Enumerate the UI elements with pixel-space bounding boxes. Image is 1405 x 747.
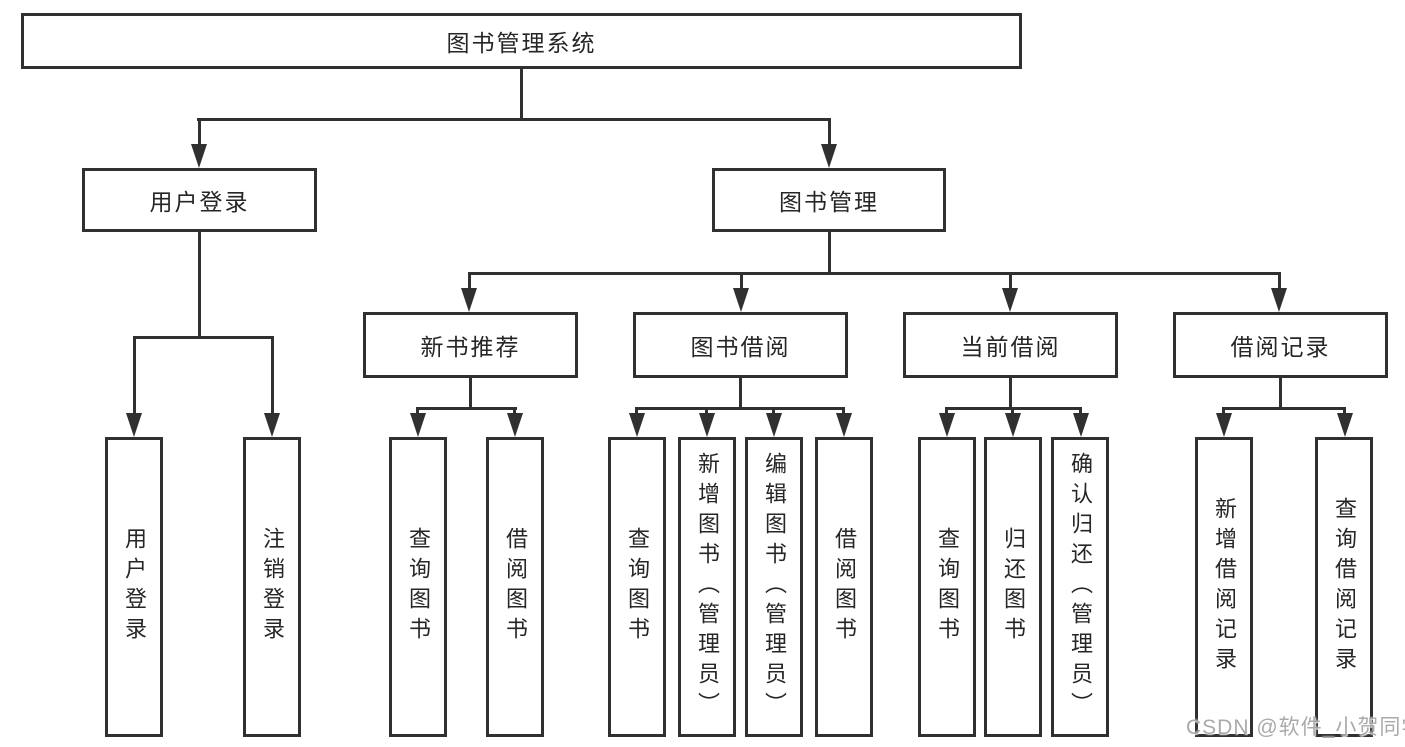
connector-line: [828, 121, 831, 146]
connector-line: [133, 336, 274, 339]
node-borrow-records-label: 借阅记录: [1230, 334, 1331, 360]
connector-line: [133, 339, 136, 415]
node-book-borrow-label: 图书借阅: [690, 334, 791, 360]
connector-line: [740, 275, 743, 290]
node-library-system-label: 图书管理系统: [446, 30, 597, 56]
leaf-query-books-borrow: 查询图书: [608, 437, 666, 737]
arrowhead-icon: [507, 413, 523, 437]
connector-line: [1343, 407, 1346, 415]
connector-line: [1279, 378, 1282, 407]
connector-line: [945, 407, 948, 415]
connector-line: [739, 378, 742, 407]
leaf-return-books-label: 归还图书: [1001, 527, 1026, 647]
node-book-management-label: 图书管理: [779, 189, 879, 215]
leaf-add-book-admin-label: 新增图书（管理员）: [695, 452, 720, 722]
connector-line: [635, 407, 638, 415]
connector-line: [635, 407, 845, 410]
connector-line: [1278, 275, 1281, 290]
arrowhead-icon: [766, 413, 782, 437]
connector-line: [705, 407, 708, 415]
leaf-edit-book-admin-label: 编辑图书（管理员）: [762, 452, 787, 722]
arrowhead-icon: [699, 413, 715, 437]
node-borrow-records: 借阅记录: [1173, 312, 1388, 378]
leaf-add-borrow-record-label: 新增借阅记录: [1212, 497, 1237, 677]
arrowhead-icon: [461, 288, 477, 312]
leaf-add-borrow-record: 新增借阅记录: [1195, 437, 1253, 737]
connector-line: [197, 118, 831, 121]
leaf-borrow-books-borrow: 借阅图书: [815, 437, 873, 737]
connector-line: [520, 69, 523, 118]
connector-line: [772, 407, 775, 415]
leaf-return-books: 归还图书: [984, 437, 1042, 737]
connector-line: [828, 232, 831, 275]
node-book-management: 图书管理: [712, 168, 946, 232]
node-current-borrow-label: 当前借阅: [960, 334, 1061, 360]
leaf-query-books-recommend: 查询图书: [389, 437, 447, 737]
arrowhead-icon: [126, 413, 142, 437]
leaf-borrow-books-recommend: 借阅图书: [486, 437, 544, 737]
node-user-login-label: 用户登录: [149, 189, 250, 215]
leaf-borrow-books-borrow-label: 借阅图书: [832, 527, 857, 647]
connector-line: [198, 121, 201, 146]
leaf-query-books-current: 查询图书: [918, 437, 976, 737]
node-book-borrow: 图书借阅: [633, 312, 848, 378]
arrowhead-icon: [1216, 413, 1232, 437]
arrowhead-icon: [191, 144, 207, 168]
connector-line: [416, 407, 419, 415]
connector-line: [468, 275, 471, 290]
connector-line: [1011, 407, 1014, 415]
connector-line: [468, 272, 1281, 275]
leaf-confirm-return-admin-label: 确认归还（管理员）: [1068, 452, 1093, 722]
leaf-logout-label: 注销登录: [260, 527, 285, 647]
connector-line: [1009, 378, 1012, 407]
leaf-query-books-recommend-label: 查询图书: [406, 527, 431, 647]
leaf-add-book-admin: 新增图书（管理员）: [678, 437, 736, 737]
arrowhead-icon: [410, 413, 426, 437]
arrowhead-icon: [1002, 288, 1018, 312]
leaf-user-login: 用户登录: [105, 437, 163, 737]
node-user-login: 用户登录: [82, 168, 317, 232]
connector-line: [513, 407, 516, 415]
connector-line: [271, 339, 274, 415]
arrowhead-icon: [629, 413, 645, 437]
arrowhead-icon: [264, 413, 280, 437]
arrowhead-icon: [1337, 413, 1353, 437]
node-new-book-recommend-label: 新书推荐: [420, 334, 521, 360]
arrowhead-icon: [1271, 288, 1287, 312]
leaf-query-borrow-record: 查询借阅记录: [1315, 437, 1373, 737]
leaf-user-login-label: 用户登录: [122, 527, 147, 647]
connector-line: [198, 232, 201, 339]
node-current-borrow: 当前借阅: [903, 312, 1118, 378]
connector-line: [1009, 275, 1012, 290]
arrowhead-icon: [1005, 413, 1021, 437]
leaf-query-books-borrow-label: 查询图书: [625, 527, 650, 647]
arrowhead-icon: [733, 288, 749, 312]
leaf-edit-book-admin: 编辑图书（管理员）: [745, 437, 803, 737]
connector-line: [1079, 407, 1082, 415]
arrowhead-icon: [1073, 413, 1089, 437]
arrowhead-icon: [939, 413, 955, 437]
connector-line: [1222, 407, 1346, 410]
node-library-system: 图书管理系统: [21, 13, 1022, 69]
connector-line: [416, 407, 517, 410]
leaf-query-books-current-label: 查询图书: [935, 527, 960, 647]
csdn-watermark: CSDN @软件_小贺同学: [1186, 716, 1405, 739]
arrowhead-icon: [821, 144, 837, 168]
leaf-borrow-books-recommend-label: 借阅图书: [503, 527, 528, 647]
leaf-query-borrow-record-label: 查询借阅记录: [1332, 497, 1357, 677]
connector-line: [842, 407, 845, 415]
node-new-book-recommend: 新书推荐: [363, 312, 578, 378]
connector-line: [1222, 407, 1225, 415]
connector-line: [469, 378, 472, 407]
leaf-logout: 注销登录: [243, 437, 301, 737]
arrowhead-icon: [836, 413, 852, 437]
leaf-confirm-return-admin: 确认归还（管理员）: [1051, 437, 1109, 737]
